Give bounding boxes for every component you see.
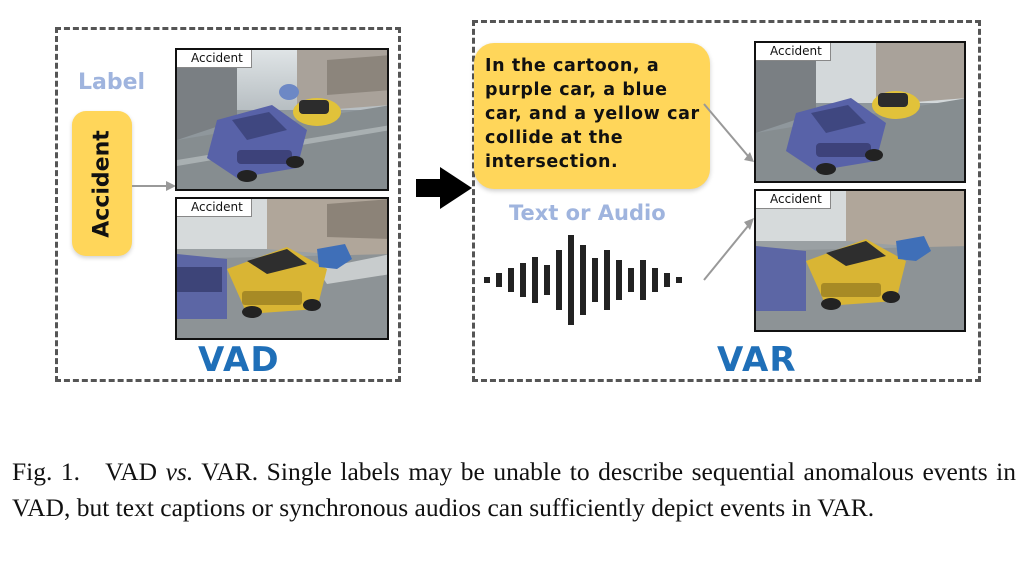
vad-frame-1: Accident: [175, 48, 389, 191]
figure-caption: Fig. 1. VAD vs. VAR. Single labels may b…: [12, 454, 1016, 526]
label-pill: Accident: [72, 111, 132, 256]
audio-waveform-icon: [484, 235, 682, 325]
var-frame-2: Accident: [754, 189, 966, 332]
caption-part-2: VAR. Single labels may be unable to desc…: [12, 457, 1016, 522]
accident-scene-1-image: [177, 50, 387, 189]
black-right-arrow-icon: [416, 167, 472, 209]
label-pill-text: Accident: [89, 129, 115, 238]
frame-tag: Accident: [177, 50, 252, 68]
vad-frame-2: Accident: [175, 197, 389, 340]
frame-tag: Accident: [177, 199, 252, 217]
var-panel: [472, 20, 981, 382]
modality-label: Text or Audio: [509, 201, 666, 225]
var-frame-1: Accident: [754, 41, 966, 183]
caption-vs: vs.: [165, 457, 194, 486]
vad-panel: [55, 27, 401, 382]
caption-part-1: VAD: [105, 457, 158, 486]
text-caption: In the cartoon, a purple car, a blue car…: [485, 56, 700, 172]
vad-caption: VAD: [198, 340, 280, 380]
accident-scene-2-image: [177, 199, 387, 338]
accident-scene-1-image: [756, 43, 964, 181]
label-heading: Label: [78, 70, 146, 95]
frame-tag: Accident: [756, 43, 831, 61]
label-to-frames-arrow-icon: [132, 181, 176, 191]
figure-number: Fig. 1.: [12, 457, 81, 486]
connector-arrows-icon: [703, 103, 754, 281]
accident-scene-2-image: [756, 191, 964, 330]
text-caption-bubble: In the cartoon, a purple car, a blue car…: [474, 43, 710, 189]
var-caption: VAR: [717, 340, 797, 380]
frame-tag: Accident: [756, 191, 831, 209]
